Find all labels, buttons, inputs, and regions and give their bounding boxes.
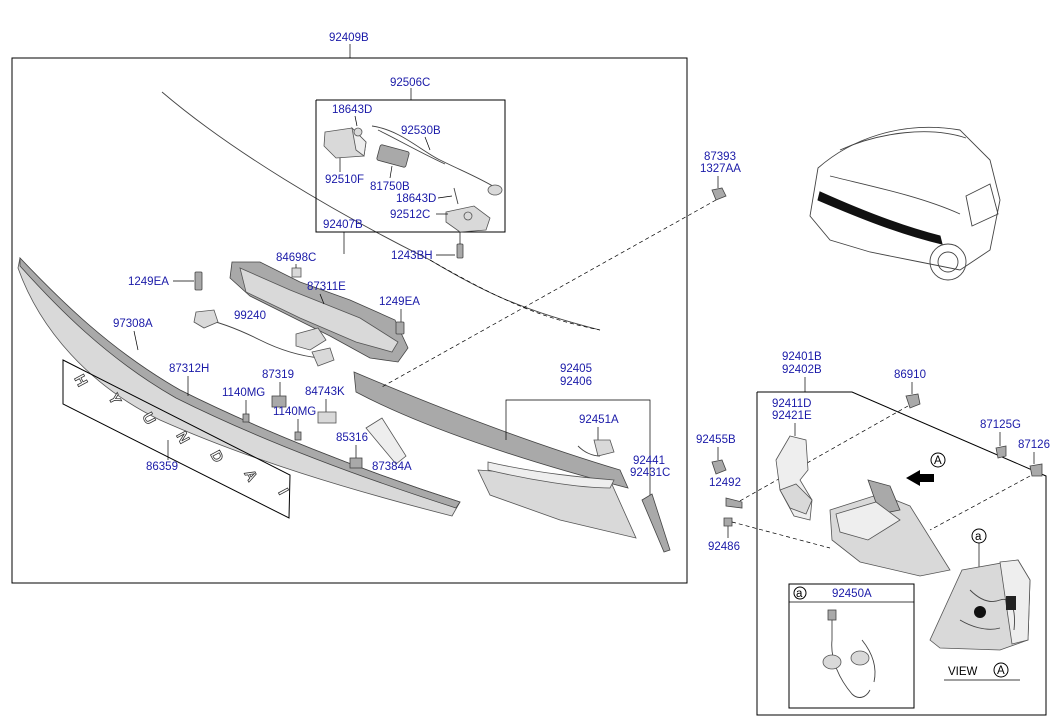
label-1140MG-a[interactable]: 1140MG: [222, 387, 265, 399]
label-1140MG-b[interactable]: 1140MG: [273, 406, 316, 418]
label-92450A[interactable]: 92450A: [832, 588, 872, 600]
emblem-letter: U: [138, 410, 158, 428]
label-1249EA-b[interactable]: 1249EA: [379, 296, 420, 308]
label-87125G[interactable]: 87125G: [980, 419, 1021, 431]
assembly-frame-92409B: [11, 57, 688, 584]
emblem-letter: I: [274, 486, 291, 498]
label-92530B[interactable]: 92530B: [401, 125, 441, 137]
label-92401B[interactable]: 92401B: [782, 351, 822, 363]
label-87312H[interactable]: 87312H: [169, 363, 209, 375]
label-86359[interactable]: 86359: [146, 461, 178, 473]
label-84698C[interactable]: 84698C: [276, 252, 316, 264]
label-92406[interactable]: 92406: [560, 376, 592, 388]
label-18643D-a[interactable]: 18643D: [332, 104, 372, 116]
circle-a-inset: a: [796, 588, 803, 600]
label-1249EA-a[interactable]: 1249EA: [128, 276, 169, 288]
label-86910[interactable]: 86910: [894, 369, 926, 381]
label-87393[interactable]: 87393: [704, 151, 736, 163]
label-1243BH[interactable]: 1243BH: [391, 250, 433, 262]
label-92405[interactable]: 92405: [560, 363, 592, 375]
label-87384A[interactable]: 87384A: [372, 461, 412, 473]
label-18643D-b[interactable]: 18643D: [396, 193, 436, 205]
label-87311E[interactable]: 87311E: [307, 281, 346, 293]
label-92421E[interactable]: 92421E: [772, 410, 812, 422]
label-99240[interactable]: 99240: [234, 310, 266, 322]
label-92402B[interactable]: 92402B: [782, 364, 822, 376]
label-97308A[interactable]: 97308A: [113, 318, 153, 330]
label-92409B[interactable]: 92409B: [329, 32, 369, 44]
circle-a-view: a: [975, 531, 982, 543]
label-87126[interactable]: 87126: [1018, 439, 1050, 451]
label-84743K[interactable]: 84743K: [305, 386, 345, 398]
label-92455B[interactable]: 92455B: [696, 434, 736, 446]
label-85316[interactable]: 85316: [336, 432, 368, 444]
emblem-letter: H: [70, 372, 90, 390]
circle-A-view: A: [997, 665, 1005, 677]
view-label: VIEW: [948, 666, 978, 678]
label-92451A[interactable]: 92451A: [579, 414, 619, 426]
label-87319[interactable]: 87319: [262, 369, 294, 381]
emblem-letter: N: [172, 429, 192, 447]
label-92407B[interactable]: 92407B: [323, 219, 363, 231]
circle-A-top: A: [934, 455, 942, 467]
label-92510F[interactable]: 92510F: [325, 174, 364, 186]
label-92486[interactable]: 92486: [708, 541, 740, 553]
label-92506C[interactable]: 92506C: [390, 77, 430, 89]
emblem-letter: D: [206, 448, 226, 466]
label-81750B[interactable]: 81750B: [370, 181, 410, 193]
label-92512C[interactable]: 92512C: [390, 209, 430, 221]
label-1327AA[interactable]: 1327AA: [700, 163, 741, 175]
emblem-letter: A: [240, 467, 260, 485]
label-92411D[interactable]: 92411D: [772, 398, 811, 410]
emblem-letter: Y: [104, 391, 124, 408]
label-92431C[interactable]: 92431C: [630, 467, 670, 479]
vehicle-sketch: [809, 126, 1001, 281]
label-12492[interactable]: 12492: [709, 477, 741, 489]
label-92441[interactable]: 92441: [633, 455, 665, 467]
